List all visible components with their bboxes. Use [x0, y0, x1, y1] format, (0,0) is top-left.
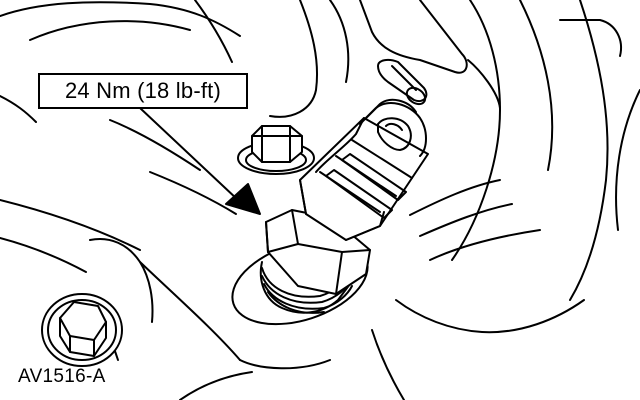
- sensor-connector: [299, 98, 429, 241]
- hex-bolt-lower: [41, 293, 123, 367]
- sensor-assembly: [231, 98, 429, 326]
- torque-callout-label: 24 Nm (18 lb-ft): [64, 78, 222, 103]
- figure-id-label: AV1516-A: [18, 366, 106, 387]
- locating-pin: [377, 58, 428, 106]
- hex-bolt-upper: [237, 125, 315, 175]
- torque-callout: 24 Nm (18 lb-ft): [38, 73, 248, 109]
- callout-leader: [139, 107, 261, 215]
